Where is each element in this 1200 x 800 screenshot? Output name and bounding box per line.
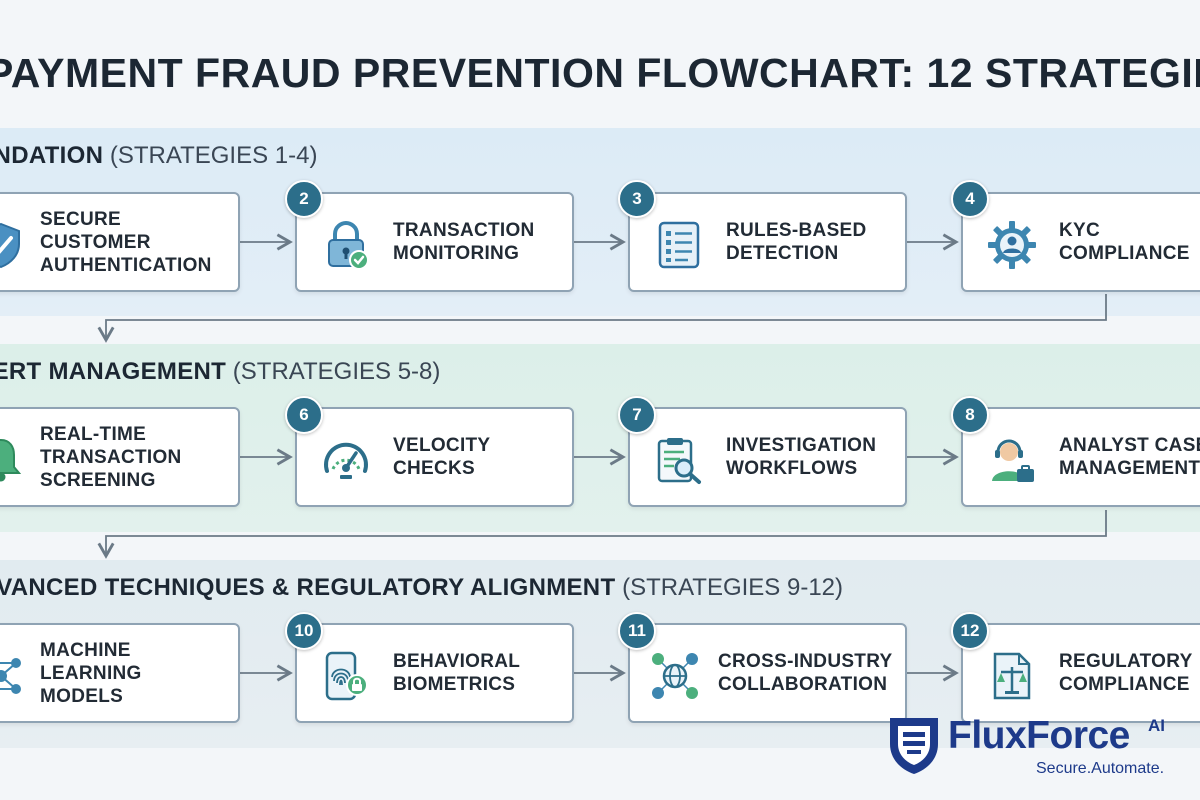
bell-icon: [0, 438, 22, 482]
shield-logo-icon: [890, 718, 938, 774]
section-alert-management-heading: ALERT MANAGEMENT (STRATEGIES 5-8): [0, 358, 440, 386]
shield-check-icon: [0, 222, 20, 269]
step-badge-7: 7: [618, 396, 656, 434]
step-label: BEHAVIORAL BIOMETRICS: [393, 651, 521, 695]
step-badge-6: 6: [285, 396, 323, 434]
fluxforce-logo: FluxForce AI Secure.Automate.: [886, 714, 1186, 794]
step-badge-8: 8: [951, 396, 989, 434]
step-label: ANALYST CASE MANAGEMENT: [1059, 435, 1200, 479]
step-badge-3: 3: [618, 180, 656, 218]
checklist-icon: [658, 221, 700, 269]
step-card-8: ANALYST CASE MANAGEMENT: [961, 407, 1200, 507]
step-card-1: SECURE CUSTOMER AUTHENTICATION: [0, 192, 240, 292]
step-badge-10: 10: [285, 612, 323, 650]
analyst-headset-icon: [992, 439, 1034, 482]
phone-fingerprint-icon: [325, 651, 368, 701]
step-label: TRANSACTION MONITORING: [393, 220, 535, 264]
document-scales-icon: [993, 652, 1031, 700]
section-range: (STRATEGIES 1-4): [109, 142, 318, 169]
step-badge-4: 4: [951, 180, 989, 218]
logo-superscript: AI: [1148, 716, 1165, 735]
step-card-7: INVESTIGATION WORKFLOWS: [628, 407, 907, 507]
step-card-4: KYC COMPLIANCE: [961, 192, 1200, 292]
section-name: ADVANCED TECHNIQUES & REGULATORY ALIGNME…: [0, 574, 616, 601]
section-range: (STRATEGIES 5-8): [232, 358, 441, 385]
step-label: MACHINE LEARNING MODELS: [40, 639, 142, 707]
step-card-2: TRANSACTION MONITORING: [295, 192, 574, 292]
step-card-10: BEHAVIORAL BIOMETRICS: [295, 623, 574, 723]
step-label: REAL-TIME TRANSACTION SCREENING: [40, 423, 182, 491]
step-card-11: CROSS-INDUSTRY COLLABORATION: [628, 623, 907, 723]
step-label: KYC COMPLIANCE: [1059, 220, 1190, 264]
section-name: ALERT MANAGEMENT: [0, 358, 227, 385]
globe-network-icon: [652, 653, 698, 699]
diagram-title: PAYMENT FRAUD PREVENTION FLOWCHART: 12 S…: [0, 50, 1200, 96]
step-label: REGULATORY COMPLIANCE: [1059, 651, 1193, 695]
section-foundation-heading: FOUNDATION (STRATEGIES 1-4): [0, 142, 317, 170]
step-card-6: VELOCITY CHECKS: [295, 407, 574, 507]
step-badge-11: 11: [618, 612, 656, 650]
section-range: (STRATEGIES 9-12): [622, 574, 844, 601]
step-card-3: RULES-BASED DETECTION: [628, 192, 907, 292]
step-label: SECURE CUSTOMER AUTHENTICATION: [40, 208, 212, 276]
step-label: INVESTIGATION WORKFLOWS: [726, 435, 877, 479]
clipboard-search-icon: [657, 438, 701, 484]
step-card-9: MACHINE LEARNING MODELS: [0, 623, 240, 723]
step-badge-2: 2: [285, 180, 323, 218]
section-name: FOUNDATION: [0, 142, 104, 169]
logo-tagline: Secure.Automate.: [1036, 760, 1165, 777]
speedometer-icon: [324, 442, 368, 479]
neural-network-icon: [0, 658, 21, 694]
lock-check-icon: [328, 220, 369, 270]
gear-user-icon: [988, 221, 1036, 269]
step-card-12: REGULATORY COMPLIANCE: [961, 623, 1200, 723]
section-advanced-heading: ADVANCED TECHNIQUES & REGULATORY ALIGNME…: [0, 574, 843, 602]
step-label: CROSS-INDUSTRY COLLABORATION: [718, 651, 893, 695]
step-label: RULES-BASED DETECTION: [726, 220, 867, 264]
step-card-5: REAL-TIME TRANSACTION SCREENING: [0, 407, 240, 507]
logo-brand: FluxForce: [948, 714, 1130, 757]
step-badge-12: 12: [951, 612, 989, 650]
step-label: VELOCITY CHECKS: [393, 435, 491, 479]
